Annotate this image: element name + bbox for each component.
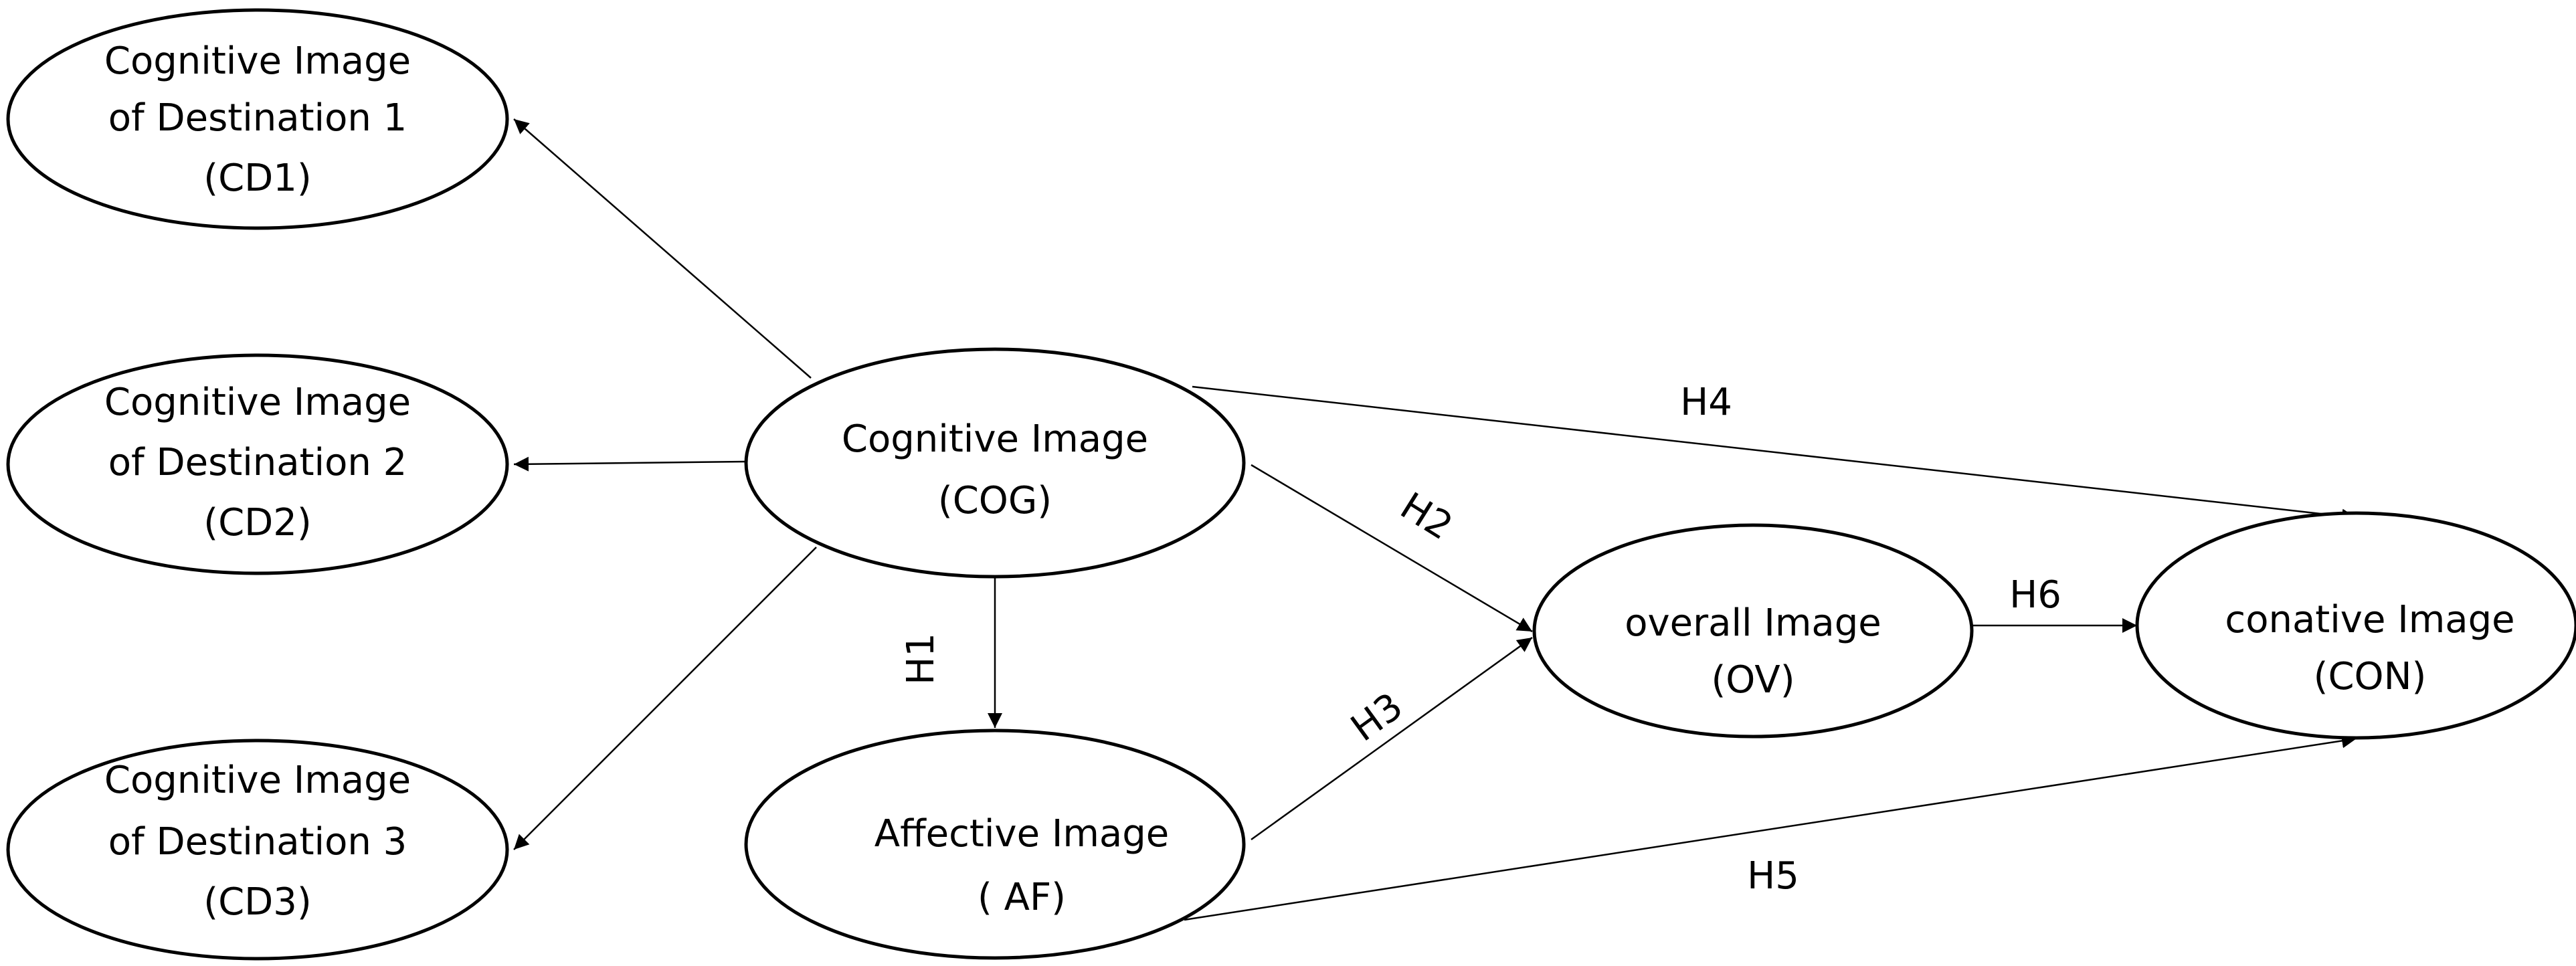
- node-cd3-line2: of Destination 3: [108, 820, 407, 864]
- edge-cog-to-cd2: [513, 456, 747, 472]
- node-cd1-line2: of Destination 1: [108, 96, 407, 140]
- node-cd1-ellipse: [6, 8, 509, 230]
- label-h5: H5: [1747, 854, 1799, 898]
- edge-cog-to-con: [1192, 385, 2357, 524]
- node-ov-line2: (OV): [1711, 658, 1795, 702]
- node-cd2-line3: (CD2): [203, 501, 312, 545]
- label-h6: H6: [2009, 573, 2061, 617]
- node-cd3-line3: (CD3): [203, 880, 312, 924]
- node-ov-line1: overall Image: [1625, 601, 1881, 645]
- node-cd2: Cognitive Image of Destination 2 (CD2): [6, 353, 509, 575]
- node-con-ellipse: [2135, 511, 2576, 740]
- node-cd3-line1: Cognitive Image: [104, 759, 411, 802]
- node-af-ellipse: [744, 729, 1246, 960]
- node-con-line1: conative Image: [2225, 598, 2514, 642]
- node-con-line2: (CON): [2314, 655, 2427, 698]
- node-ov-ellipse: [1532, 523, 1974, 739]
- edge-cog-to-cd1: [513, 118, 812, 379]
- label-h2: H2: [1393, 484, 1460, 549]
- node-cog-ellipse: [744, 347, 1246, 579]
- node-cd1: Cognitive Image of Destination 1 (CD1): [6, 8, 509, 230]
- node-cd3: Cognitive Image of Destination 3 (CD3): [6, 739, 509, 961]
- node-cd2-line2: of Destination 2: [108, 441, 407, 484]
- edge-labels-layer: H1 H2 H3 H4 H5 H6: [899, 381, 2061, 898]
- label-h3: H3: [1343, 684, 1410, 750]
- node-cd3-ellipse: [6, 739, 509, 961]
- label-h4: H4: [1680, 381, 1732, 424]
- node-cog-line2: (COG): [938, 479, 1052, 522]
- edge-cog-to-ov: [1251, 464, 1533, 633]
- node-af-line2: ( AF): [978, 876, 1066, 919]
- label-h1: H1: [899, 633, 943, 685]
- node-af-line1: Affective Image: [875, 812, 1169, 856]
- node-af: Affective Image ( AF): [744, 729, 1246, 960]
- node-cd2-line1: Cognitive Image: [104, 381, 411, 424]
- node-ov: overall Image (OV): [1532, 523, 1974, 739]
- edge-cog-to-cd3: [513, 547, 817, 850]
- edge-af-to-ov: [1251, 636, 1533, 841]
- edges-layer: [513, 118, 2357, 921]
- node-cd2-ellipse: [6, 353, 509, 575]
- node-cog: Cognitive Image (COG): [744, 347, 1246, 579]
- edge-af-to-con: [1184, 733, 2357, 921]
- node-cog-line1: Cognitive Image: [842, 417, 1148, 461]
- node-cd1-line1: Cognitive Image: [104, 39, 411, 83]
- node-con: conative Image (CON): [2135, 511, 2576, 740]
- node-cd1-line3: (CD1): [203, 157, 312, 200]
